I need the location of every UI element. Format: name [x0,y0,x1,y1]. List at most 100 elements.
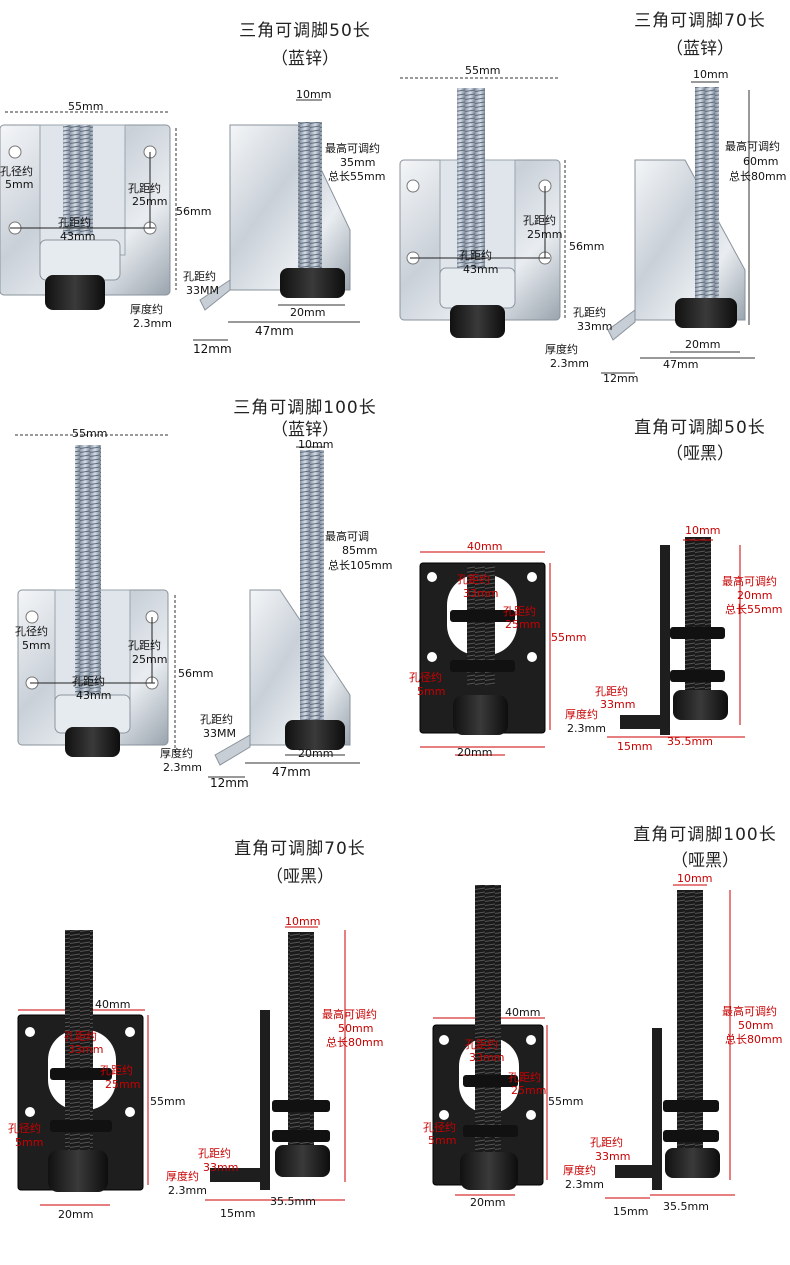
panel-subtitle: （哑黑） [666,444,734,464]
max-adjust-value: 85mm [342,544,378,557]
front-view-drawing [17,926,346,1206]
front-view-drawing [432,884,735,1199]
hole-pitch-v-label: 孔距约 [508,1071,541,1084]
pad-dia: 20mm [457,746,493,759]
hole-dia-value: 5mm [428,1134,457,1147]
hole-pitch-v-label: 孔距约 [100,1064,133,1077]
hole-dia-value: 5mm [5,178,34,191]
bolt-dia: 10mm [298,438,334,451]
hole-pitch-h-value: 43mm [76,689,112,702]
side-pitch-label: 孔距约 [595,685,628,698]
side-pitch-value: 33mm [577,320,613,333]
pad-dia: 20mm [298,747,334,760]
max-adjust-value: 60mm [743,155,779,168]
max-adjust-label: 最高可调约 [722,575,777,588]
hole-pitch-v-label: 孔距约 [128,182,161,195]
panel-right-angle-100: 直角可调脚100长 （哑黑） 40mm 55mm 孔距约 33mm 孔距约 25… [395,810,790,1265]
panel-triangle-50: 三角可调脚50长 （蓝锌） 55mm 56mm 孔径约 5mm 孔距约 25mm… [0,0,395,380]
panel-subtitle: （蓝锌） [271,420,339,440]
panel-right-angle-70: 直角可调脚70长 （哑黑） 40mm 55mm 孔距约 33mm 孔距约 25m… [0,820,395,1265]
hole-pitch-v-value: 25mm [132,653,168,666]
bolt-dia: 10mm [285,915,321,928]
panel-triangle-70: 三角可调脚70长 （蓝锌） 55mm 56mm 孔距约 25mm 孔距约 43m… [395,0,790,385]
max-adjust-value: 50mm [338,1022,374,1035]
front-view-drawing [419,537,745,756]
flange-length: 15mm [220,1207,256,1220]
dim-width: 55mm [72,427,108,440]
side-pitch-value: 33mm [600,698,636,711]
total-length: 总长80mm [725,1033,783,1046]
total-length: 总长55mm [725,603,783,616]
hole-pitch-h-label: 孔距约 [72,675,105,688]
total-length: 总长80mm [326,1036,384,1049]
hole-pitch-v-value: 25mm [505,618,541,631]
hole-pitch-h-label: 孔距约 [64,1030,97,1043]
max-adjust-label: 最高可调约 [722,1005,777,1018]
hole-pitch-v-label: 孔距约 [503,605,536,618]
hole-pitch-v-label: 孔距约 [523,214,556,227]
max-adjust-label: 最高可调约 [322,1008,377,1021]
panel-subtitle: （蓝锌） [666,39,734,59]
panel-title: 直角可调脚100长 [633,825,777,845]
hole-pitch-h-value: 33mm [469,1051,505,1064]
base-length: 35.5mm [270,1195,316,1208]
max-adjust-label: 最高可调 [325,530,369,543]
hole-pitch-h-label: 孔距约 [457,573,490,586]
base-length: 35.5mm [667,735,713,748]
thickness-label: 厚度约 [166,1170,199,1183]
pad-dia: 20mm [290,306,326,319]
max-adjust-label: 最高可调约 [325,142,380,155]
dim-height: 55mm [150,1095,186,1108]
side-pitch-label: 孔距约 [590,1136,623,1149]
hole-dia-label: 孔径约 [0,165,33,178]
flange-length: 12mm [210,776,249,790]
dim-width: 55mm [465,64,501,77]
panel-subtitle: （哑黑） [266,867,334,887]
bolt-dia: 10mm [296,88,332,101]
dim-width: 40mm [505,1006,541,1019]
pad-dia: 20mm [470,1196,506,1209]
panel-title: 直角可调脚50长 [634,418,766,438]
thickness-label: 厚度约 [565,708,598,721]
panel-subtitle: （哑黑） [671,851,739,871]
panel-title: 直角可调脚70长 [234,839,366,859]
panel-triangle-100: 三角可调脚100长 （蓝锌） 55mm 56mm 孔径约 5mm 孔距约 25m… [0,385,395,795]
hole-dia-value: 5mm [15,1136,44,1149]
bolt-dia: 10mm [693,68,729,81]
hole-pitch-v-value: 25mm [105,1078,141,1091]
max-adjust-label: 最高可调约 [725,140,780,153]
bolt-dia: 10mm [685,524,721,537]
base-length: 47mm [255,324,294,338]
dim-height: 55mm [551,631,587,644]
flange-length: 12mm [603,372,639,385]
thickness-value: 2.3mm [550,357,589,370]
hole-pitch-h-value: 33mm [68,1043,104,1056]
base-length: 35.5mm [663,1200,709,1213]
hole-dia-label: 孔径约 [8,1122,41,1135]
base-length: 47mm [272,765,311,779]
hole-dia-value: 5mm [22,639,51,652]
front-view-drawing [15,434,360,778]
dim-height: 55mm [548,1095,584,1108]
dim-width: 55mm [68,100,104,113]
hole-pitch-h-value: 43mm [463,263,499,276]
max-adjust-value: 20mm [737,589,773,602]
flange-length: 15mm [617,740,653,753]
thickness-value: 2.3mm [565,1178,604,1191]
side-pitch-value: 33MM [203,727,236,740]
front-view-drawing [399,77,755,374]
hole-pitch-v-value: 25mm [132,195,168,208]
side-pitch-label: 孔距约 [183,270,216,283]
hole-pitch-h-value: 43mm [60,230,96,243]
max-adjust-value: 35mm [340,156,376,169]
dim-width: 40mm [467,540,503,553]
thickness-label: 厚度约 [545,343,578,356]
base-length: 47mm [663,358,699,371]
panel-title: 三角可调脚70长 [634,11,766,31]
side-pitch-value: 33MM [186,284,219,297]
hole-pitch-h-label: 孔距约 [58,216,91,229]
dim-width: 40mm [95,998,131,1011]
thickness-value: 2.3mm [133,317,172,330]
dim-height: 56mm [176,205,212,218]
side-pitch-value: 33mm [595,1150,631,1163]
